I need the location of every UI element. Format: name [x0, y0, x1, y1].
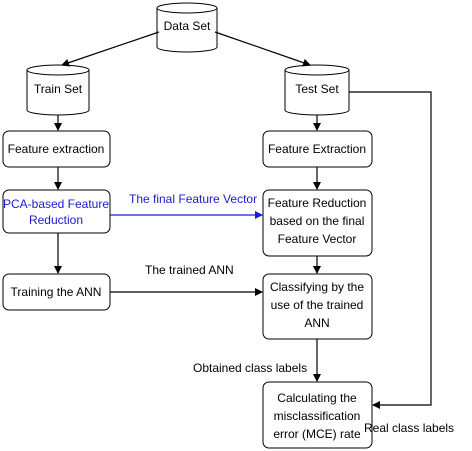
feature-extraction-test-label: Feature Extraction: [268, 142, 366, 156]
test-set-label: Test Set: [295, 82, 339, 96]
arrow-data-to-test: [214, 31, 311, 67]
feature-reduction-final-node: Feature Reduction based on the final Fea…: [262, 189, 373, 257]
feature-reduction-final-line-3: Feature Vector: [278, 232, 357, 246]
pca-reduction-line-1: PCA-based Feature: [3, 197, 109, 211]
data-set-node: Data Set: [156, 2, 218, 53]
pca-reduction-node: PCA-based Feature Reduction: [2, 189, 111, 234]
classifying-node: Classifying by the use of the trained AN…: [262, 273, 373, 340]
classifying-line-2: use of the trained: [271, 298, 364, 312]
classifying-line-1: Classifying by the: [270, 280, 364, 294]
feature-extraction-test-node: Feature Extraction: [262, 130, 373, 168]
edge-label-trained-ann: The trained ANN: [145, 263, 234, 277]
mce-line-1: Calculating the: [277, 391, 357, 405]
arrow-test-to-mce: [349, 91, 432, 409]
classifying-line-3: ANN: [304, 316, 329, 330]
edge-label-final-feature-vector: The final Feature Vector: [129, 192, 257, 206]
mce-line-3: error (MCE) rate: [273, 427, 361, 441]
data-set-label: Data Set: [164, 19, 211, 33]
training-ann-node: Training the ANN: [2, 273, 111, 311]
edge-label-real-class-labels: Real class labels: [364, 421, 454, 435]
mce-line-2: misclassification: [274, 409, 361, 423]
feature-extraction-train-label: Feature extraction: [8, 142, 105, 156]
feature-extraction-train-node: Feature extraction: [2, 130, 111, 168]
training-ann-label: Training the ANN: [11, 285, 102, 299]
feature-reduction-final-line-2: based on the final: [270, 214, 365, 228]
pca-reduction-line-2: Reduction: [29, 213, 83, 227]
edge-label-obtained-class-labels: Obtained class labels: [193, 361, 307, 375]
arrow-data-to-train: [61, 31, 160, 67]
feature-reduction-final-line-1: Feature Reduction: [268, 196, 367, 210]
train-set-label: Train Set: [34, 82, 83, 96]
mce-node: Calculating the misclassification error …: [262, 381, 373, 449]
train-set-node: Train Set: [26, 64, 90, 116]
test-set-node: Test Set: [284, 64, 350, 116]
